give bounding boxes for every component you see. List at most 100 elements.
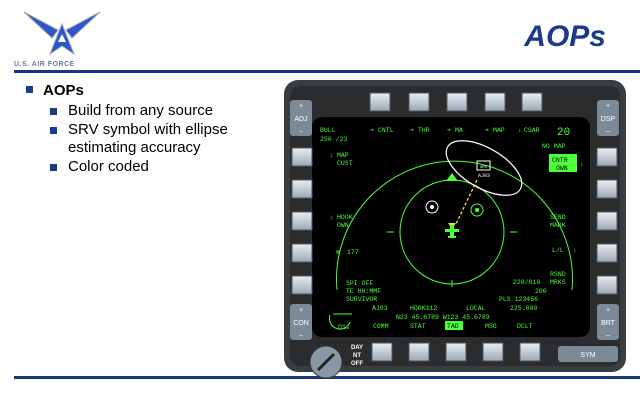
osb-left-5[interactable] (291, 275, 313, 295)
sym-label: SYM (580, 352, 595, 359)
con-rocker[interactable] (290, 304, 312, 340)
toggle-icon: ↕ (518, 127, 522, 134)
bottom-osb-row (371, 342, 541, 362)
arrow-icon: ➔ (447, 127, 451, 134)
osb-top-5[interactable] (521, 92, 543, 112)
green-target-icon[interactable] (470, 203, 484, 217)
option-thr[interactable]: THR (418, 127, 430, 134)
bull-label: BULL (320, 127, 336, 134)
top-osb-row (369, 92, 543, 112)
arrow-icon: ➔ (485, 127, 489, 134)
right-osb-column (596, 147, 618, 295)
option-rsnd[interactable]: RSND (550, 271, 566, 278)
cntr-own-highlight (549, 154, 577, 172)
option-mrks[interactable]: MRKS (550, 279, 566, 286)
srv-symbol-icon[interactable] (476, 160, 491, 171)
bearing-range-value: 220/010 (513, 279, 540, 286)
heading-value: 177 (347, 249, 359, 256)
target-icon: ⊗ (336, 249, 340, 256)
no-map-label: NO MAP (542, 143, 566, 150)
osb-right-2[interactable] (596, 179, 618, 199)
osb-right-4[interactable] (596, 243, 618, 263)
option-hook[interactable]: HOOK (337, 214, 353, 221)
frequency-value: 225.000 (510, 305, 537, 312)
option-csar[interactable]: CSAR (524, 127, 540, 134)
aj03-label: AJ03 (372, 305, 388, 312)
con-label: CON (293, 320, 309, 327)
osb-left-4[interactable] (291, 243, 313, 263)
osb-left-2[interactable] (291, 179, 313, 199)
option-ma[interactable]: MA (455, 127, 463, 134)
toggle-icon: ↕ (330, 214, 334, 221)
option-cntr[interactable]: CNTR (552, 157, 568, 164)
option-hook-own[interactable]: OWN (337, 222, 349, 229)
osb-bottom-4[interactable] (482, 342, 504, 362)
clock-label: D1s (338, 324, 350, 331)
osb-bottom-3[interactable] (445, 342, 467, 362)
srv-id: AJ03 (478, 173, 490, 179)
adj-plus: + (299, 103, 303, 110)
srv-label: SRV (480, 166, 488, 170)
osb-left-3[interactable] (291, 211, 313, 231)
osb-right-5[interactable] (596, 275, 618, 295)
sub-bullet: SRV symbol with ellipse estimating accur… (50, 121, 238, 157)
adj-rocker[interactable] (290, 100, 312, 136)
option-cust[interactable]: CUST (337, 160, 353, 167)
osb-right-3[interactable] (596, 211, 618, 231)
dsp-plus: + (606, 103, 610, 110)
brt-label: BRT (601, 320, 616, 327)
dsp-minus: – (606, 128, 610, 135)
option-tad[interactable]: TAD (447, 323, 459, 330)
sub-bullet: Color coded (50, 158, 260, 176)
option-comm[interactable]: COMM (373, 323, 389, 330)
osb-right-1[interactable] (596, 147, 618, 167)
option-stat[interactable]: STAT (410, 323, 426, 330)
bull-value: 250 /23 (320, 136, 347, 143)
logo-text: U.S. AIR FORCE (14, 61, 75, 68)
srv-bearing-line (455, 179, 478, 225)
altitude-value: 200 (535, 288, 547, 295)
osb-top-2[interactable] (408, 92, 430, 112)
option-map-cust[interactable]: MAP (337, 152, 349, 159)
tad-highlight (445, 321, 463, 330)
option-send[interactable]: SEND (550, 214, 566, 221)
usaf-wings-icon (23, 11, 101, 56)
sub-bullet-list: Build from any source SRV symbol with el… (50, 102, 260, 177)
option-cntr-own[interactable]: OWN (556, 165, 568, 172)
osb-top-4[interactable] (484, 92, 506, 112)
arrow-icon: ➔ (370, 127, 374, 134)
option-msg[interactable]: MSG (485, 323, 497, 330)
osb-top-1[interactable] (369, 92, 391, 112)
osb-top-3[interactable] (446, 92, 468, 112)
knob-day-label: DAY (351, 345, 363, 351)
osb-bottom-1[interactable] (371, 342, 393, 362)
left-osb-column (291, 147, 313, 295)
osb-left-1[interactable] (291, 147, 313, 167)
te-time: TE HH:MMF (346, 288, 381, 295)
usaf-logo (22, 8, 102, 60)
coordinates-value: N23 45.6789 W123 45.6789 (396, 314, 490, 321)
option-ll[interactable]: L/L (552, 247, 564, 254)
brt-plus: + (606, 307, 610, 314)
option-cntl[interactable]: CNTL (378, 127, 394, 134)
local-label: LOCAL (466, 305, 486, 312)
ownship-heading-triangle-icon (446, 173, 458, 181)
bullet-aops: AOPs (26, 82, 84, 99)
dsp-rocker[interactable] (597, 100, 619, 136)
sub-bullet: Build from any source (50, 102, 260, 120)
con-minus: – (299, 332, 303, 339)
con-plus: + (299, 307, 303, 314)
osb-bottom-2[interactable] (408, 342, 430, 362)
white-target-icon[interactable] (425, 200, 439, 214)
range-value: 20 (557, 127, 570, 139)
option-mark[interactable]: MARK (550, 222, 566, 229)
survivor-label: SURVIVOR (346, 296, 377, 303)
toggle-icon: ↕ (330, 152, 334, 159)
osb-bottom-5[interactable] (519, 342, 541, 362)
knob-nt-label: NT (353, 353, 361, 359)
sym-rocker[interactable] (558, 346, 618, 362)
option-map[interactable]: MAP (493, 127, 505, 134)
brt-rocker[interactable] (597, 304, 619, 340)
option-dclt[interactable]: DCLT (517, 323, 533, 330)
